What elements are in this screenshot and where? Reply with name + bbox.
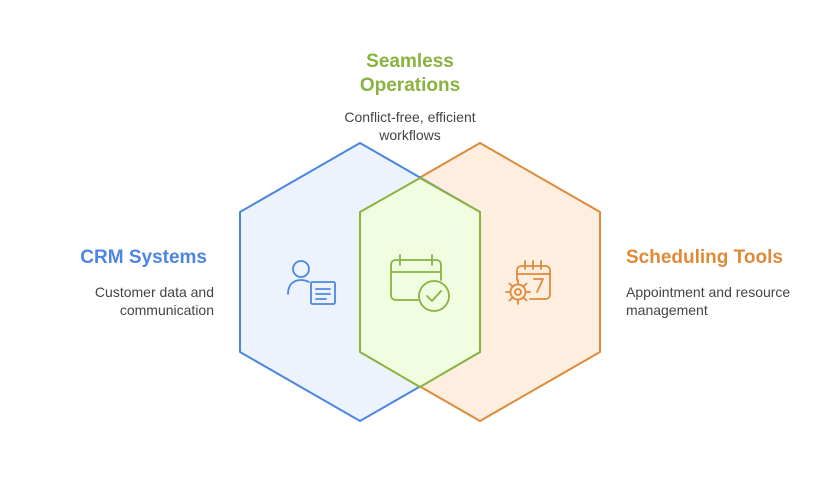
scheduling-tools-description: Appointment and resource management [626,284,791,318]
seamless-operations-title: Seamless Operations [359,51,461,96]
seamless-operations-description: Conflict-free, efficient workflows [344,109,476,143]
scheduling-tools-title: Scheduling Tools [626,247,783,268]
crm-systems-description: Customer data and communication [94,284,214,318]
calendar-check-icon [390,254,450,312]
crm-systems-title: CRM Systems [80,247,207,268]
user-document-icon [287,260,336,305]
calendar-gear-icon [505,260,551,305]
seamless-operations-overlap [359,177,481,388]
